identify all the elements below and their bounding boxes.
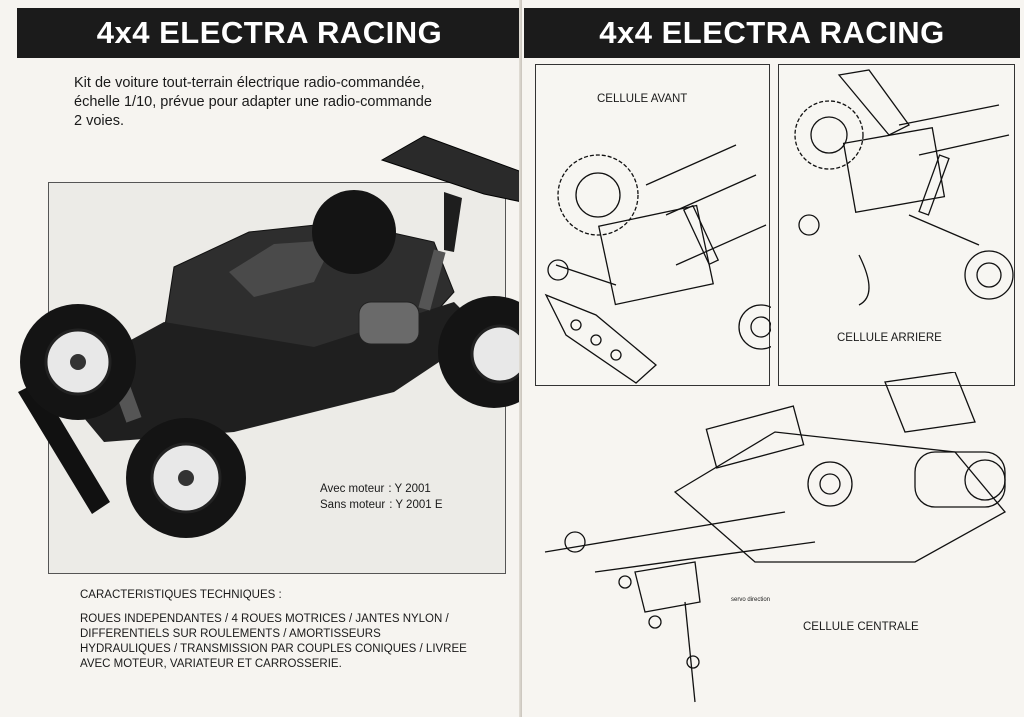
front-cell-diagram bbox=[544, 144, 771, 384]
page-title-left: 4x4 ELECTRA RACING bbox=[17, 8, 522, 58]
caption-front-cell: CELLULE AVANT bbox=[597, 93, 688, 105]
front-chassis-plate bbox=[598, 204, 714, 306]
rear-wing bbox=[380, 135, 522, 203]
front-hub bbox=[738, 304, 771, 350]
front-right-wheel bbox=[126, 418, 246, 538]
specs-text: ROUES INDEPENDANTES / 4 ROUES MOTRICES /… bbox=[80, 613, 467, 670]
rear-wing-mount bbox=[837, 69, 910, 136]
caption-servo: servo direction bbox=[731, 597, 771, 603]
rear-gearbox bbox=[842, 126, 946, 214]
buggy-photo bbox=[18, 135, 522, 538]
receiver-box bbox=[705, 405, 805, 469]
front-left-wheel bbox=[20, 304, 136, 420]
rear-tire bbox=[794, 100, 864, 170]
rear-shock-absorber bbox=[918, 154, 950, 216]
motor bbox=[358, 301, 420, 345]
model-label: Avec moteur bbox=[320, 483, 385, 495]
front-bumper-plate bbox=[544, 293, 657, 384]
model-row: Avec moteur : Y 2001 bbox=[320, 481, 443, 497]
caption-center-cell: CELLULE CENTRALE bbox=[803, 621, 919, 633]
servo-saver bbox=[634, 561, 701, 613]
front-cell-panel bbox=[535, 64, 771, 386]
drive-shaft bbox=[544, 511, 786, 553]
rear-shock bbox=[418, 249, 446, 311]
left-page: 4x4 ELECTRA RACING Kit de voiture tout-t… bbox=[17, 8, 522, 670]
rear-hub bbox=[964, 250, 1014, 300]
front-shock-absorber bbox=[682, 204, 720, 266]
page-title-right: 4x4 ELECTRA RACING bbox=[524, 8, 1020, 58]
cockpit-window bbox=[229, 240, 334, 297]
rear-motor-leads bbox=[858, 254, 870, 306]
specs-title: CARACTERISTIQUES TECHNIQUES : bbox=[80, 589, 282, 601]
front-tire bbox=[557, 154, 639, 236]
model-value: : Y 2001 E bbox=[389, 499, 443, 511]
battery-pack bbox=[884, 372, 976, 433]
model-info: Avec moteur : Y 2001 Sans moteur : Y 200… bbox=[320, 481, 443, 513]
spur-gear bbox=[807, 461, 853, 507]
model-row: Sans moteur : Y 2001 E bbox=[320, 497, 443, 513]
rear-cell-panel bbox=[778, 64, 1015, 386]
center-cell-diagram bbox=[544, 372, 1007, 703]
rear-right-wheel bbox=[438, 296, 522, 408]
center-chassis bbox=[673, 431, 1007, 563]
model-label: Sans moteur bbox=[320, 499, 386, 511]
front-bumper bbox=[18, 382, 110, 514]
rear-cell-diagram bbox=[794, 69, 1014, 306]
model-value: : Y 2001 bbox=[388, 483, 431, 495]
wing-stay bbox=[444, 192, 462, 252]
rear-left-wheel bbox=[312, 190, 396, 274]
caption-rear-cell: CELLULE ARRIERE bbox=[837, 332, 942, 344]
intro-text: Kit de voiture tout-terrain électrique r… bbox=[74, 75, 432, 129]
